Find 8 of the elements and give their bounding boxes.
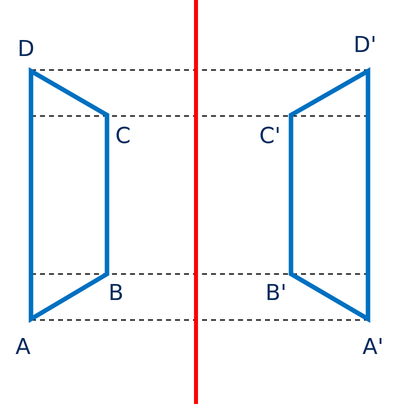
vertex-label: D' — [356, 36, 374, 52]
vertex-label: A' — [362, 338, 382, 354]
vertex-label: C' — [260, 126, 279, 144]
vertex-label: C — [116, 126, 130, 144]
vertex-label: B' — [268, 284, 284, 300]
vertex-label: D — [20, 40, 34, 56]
vertex-label: B — [110, 284, 122, 300]
vertex-label: A — [16, 338, 30, 354]
